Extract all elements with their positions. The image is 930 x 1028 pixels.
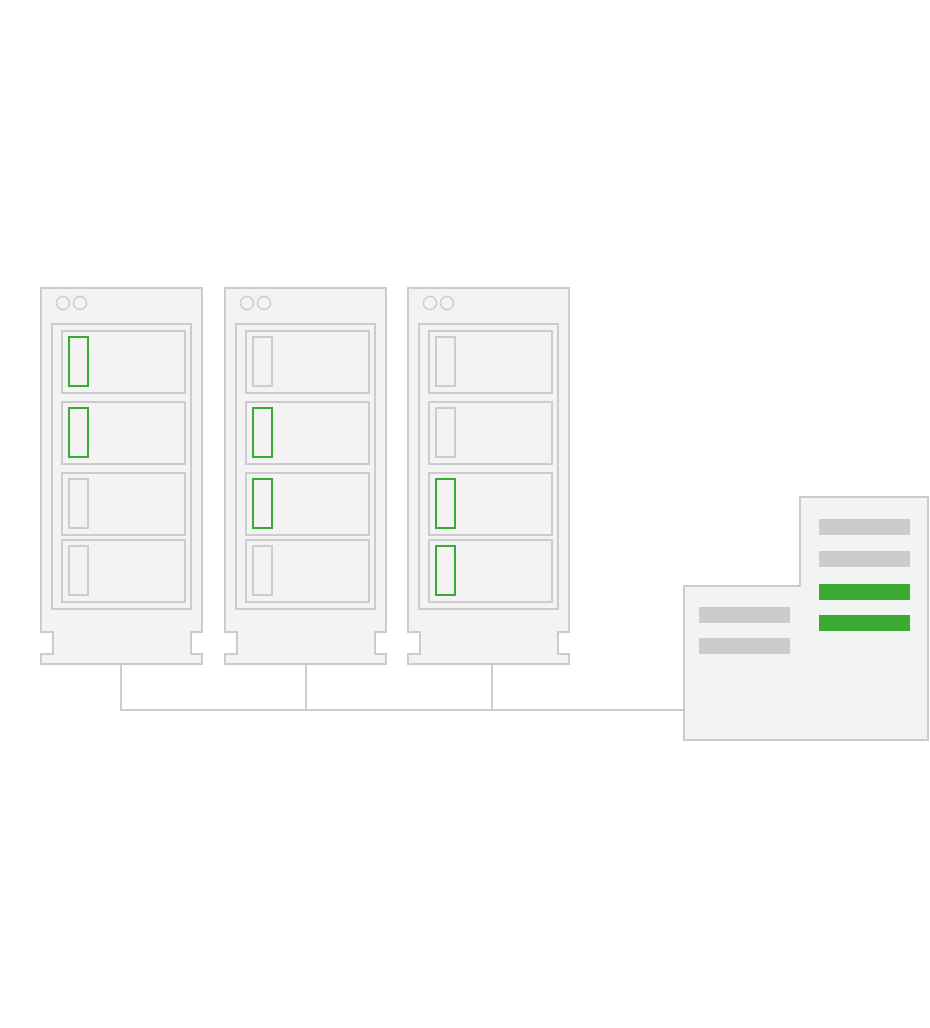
drive-indicator-active [252,407,273,458]
drive-indicator-active [252,478,273,529]
drive-indicator-inactive [435,407,456,458]
drive-slot [245,330,370,394]
storage-bar-inactive [819,551,910,567]
drive-slot [61,539,186,603]
drive-indicator-inactive [252,545,273,596]
power-led-icon [239,295,255,311]
drive-indicator-active [68,336,89,387]
storage-bar-inactive [699,638,790,654]
storage-bar-active [819,615,910,631]
drive-indicator-active [68,407,89,458]
status-led-icon [439,295,455,311]
drive-slot [428,472,553,536]
drive-indicator-inactive [68,545,89,596]
power-led-icon [422,295,438,311]
server-rack-2 [224,287,387,665]
drive-indicator-active [435,478,456,529]
drive-slot [428,539,553,603]
drive-indicator-inactive [435,336,456,387]
drive-slot [245,472,370,536]
storage-bar-inactive [819,519,910,535]
drive-slot [428,401,553,465]
server-rack-1 [40,287,203,665]
storage-unit [683,496,929,741]
server-racks [40,287,570,665]
drive-slot [245,539,370,603]
drive-slot [61,401,186,465]
storage-left-bars [699,607,790,654]
power-led-icon [55,295,71,311]
network-links [120,664,684,711]
drive-indicator-inactive [252,336,273,387]
drive-indicator-active [435,545,456,596]
status-led-icon [72,295,88,311]
drive-indicator-inactive [68,478,89,529]
drive-slot [61,330,186,394]
storage-bar-active [819,584,910,600]
server-rack-3 [407,287,570,665]
status-led-icon [256,295,272,311]
drive-slot [61,472,186,536]
storage-right-bars [819,519,910,631]
drive-slot [245,401,370,465]
drive-slot [428,330,553,394]
storage-bar-inactive [699,607,790,623]
